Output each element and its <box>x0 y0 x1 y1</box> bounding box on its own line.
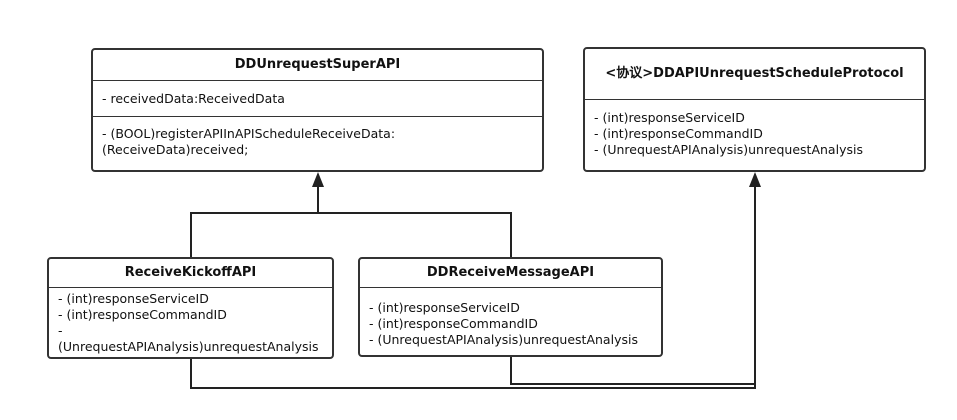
attribute-kickoff-2: - <box>58 323 63 338</box>
attribute-super-0: - receivedData:ReceivedData <box>102 91 285 106</box>
class-name-protocol: <协议>DDAPIUnrequestScheduleProtocol <box>585 49 924 100</box>
realization-line-message <box>510 356 755 385</box>
class-box-message[interactable]: DDReceiveMessageAPI - (int)responseServi… <box>358 257 663 357</box>
class-box-protocol[interactable]: <协议>DDAPIUnrequestScheduleProtocol - (in… <box>583 47 926 172</box>
attributes-section-super: - receivedData:ReceivedData <box>93 81 542 117</box>
method-super-0: - (BOOL)registerAPIInAPIScheduleReceiveD… <box>102 126 396 141</box>
attribute-kickoff-0: - (int)responseServiceID <box>58 291 209 306</box>
attribute-message-0: - (int)responseServiceID <box>369 300 520 315</box>
attribute-protocol-1: - (int)responseCommandID <box>594 126 763 141</box>
class-box-kickoff[interactable]: ReceiveKickoffAPI - (int)responseService… <box>47 257 334 359</box>
attribute-message-1: - (int)responseCommandID <box>369 316 538 331</box>
realization-line-kickoff <box>190 186 756 389</box>
attributes-section-protocol: - (int)responseServiceID - (int)response… <box>585 100 924 158</box>
class-name-message: DDReceiveMessageAPI <box>360 259 661 288</box>
attribute-message-2: - (UnrequestAPIAnalysis)unrequestAnalysi… <box>369 332 638 347</box>
attribute-protocol-0: - (int)responseServiceID <box>594 110 745 125</box>
realization-arrowhead <box>749 172 761 187</box>
attribute-kickoff-3: (UnrequestAPIAnalysis)unrequestAnalysis <box>58 339 319 354</box>
attribute-protocol-2: - (UnrequestAPIAnalysis)unrequestAnalysi… <box>594 142 863 157</box>
class-name-super: DDUnrequestSuperAPI <box>93 50 542 81</box>
class-name-kickoff: ReceiveKickoffAPI <box>49 259 332 288</box>
inheritance-arrowhead <box>312 172 324 187</box>
class-box-super[interactable]: DDUnrequestSuperAPI - receivedData:Recei… <box>91 48 544 172</box>
method-super-1: (ReceiveData)received; <box>102 142 249 157</box>
attributes-section-message: - (int)responseServiceID - (int)response… <box>360 288 661 348</box>
methods-section-super: - (BOOL)registerAPIInAPIScheduleReceiveD… <box>93 117 542 158</box>
attribute-kickoff-1: - (int)responseCommandID <box>58 307 227 322</box>
inheritance-line-kickoff <box>190 212 512 258</box>
attributes-section-kickoff: - (int)responseServiceID - (int)response… <box>49 288 332 355</box>
